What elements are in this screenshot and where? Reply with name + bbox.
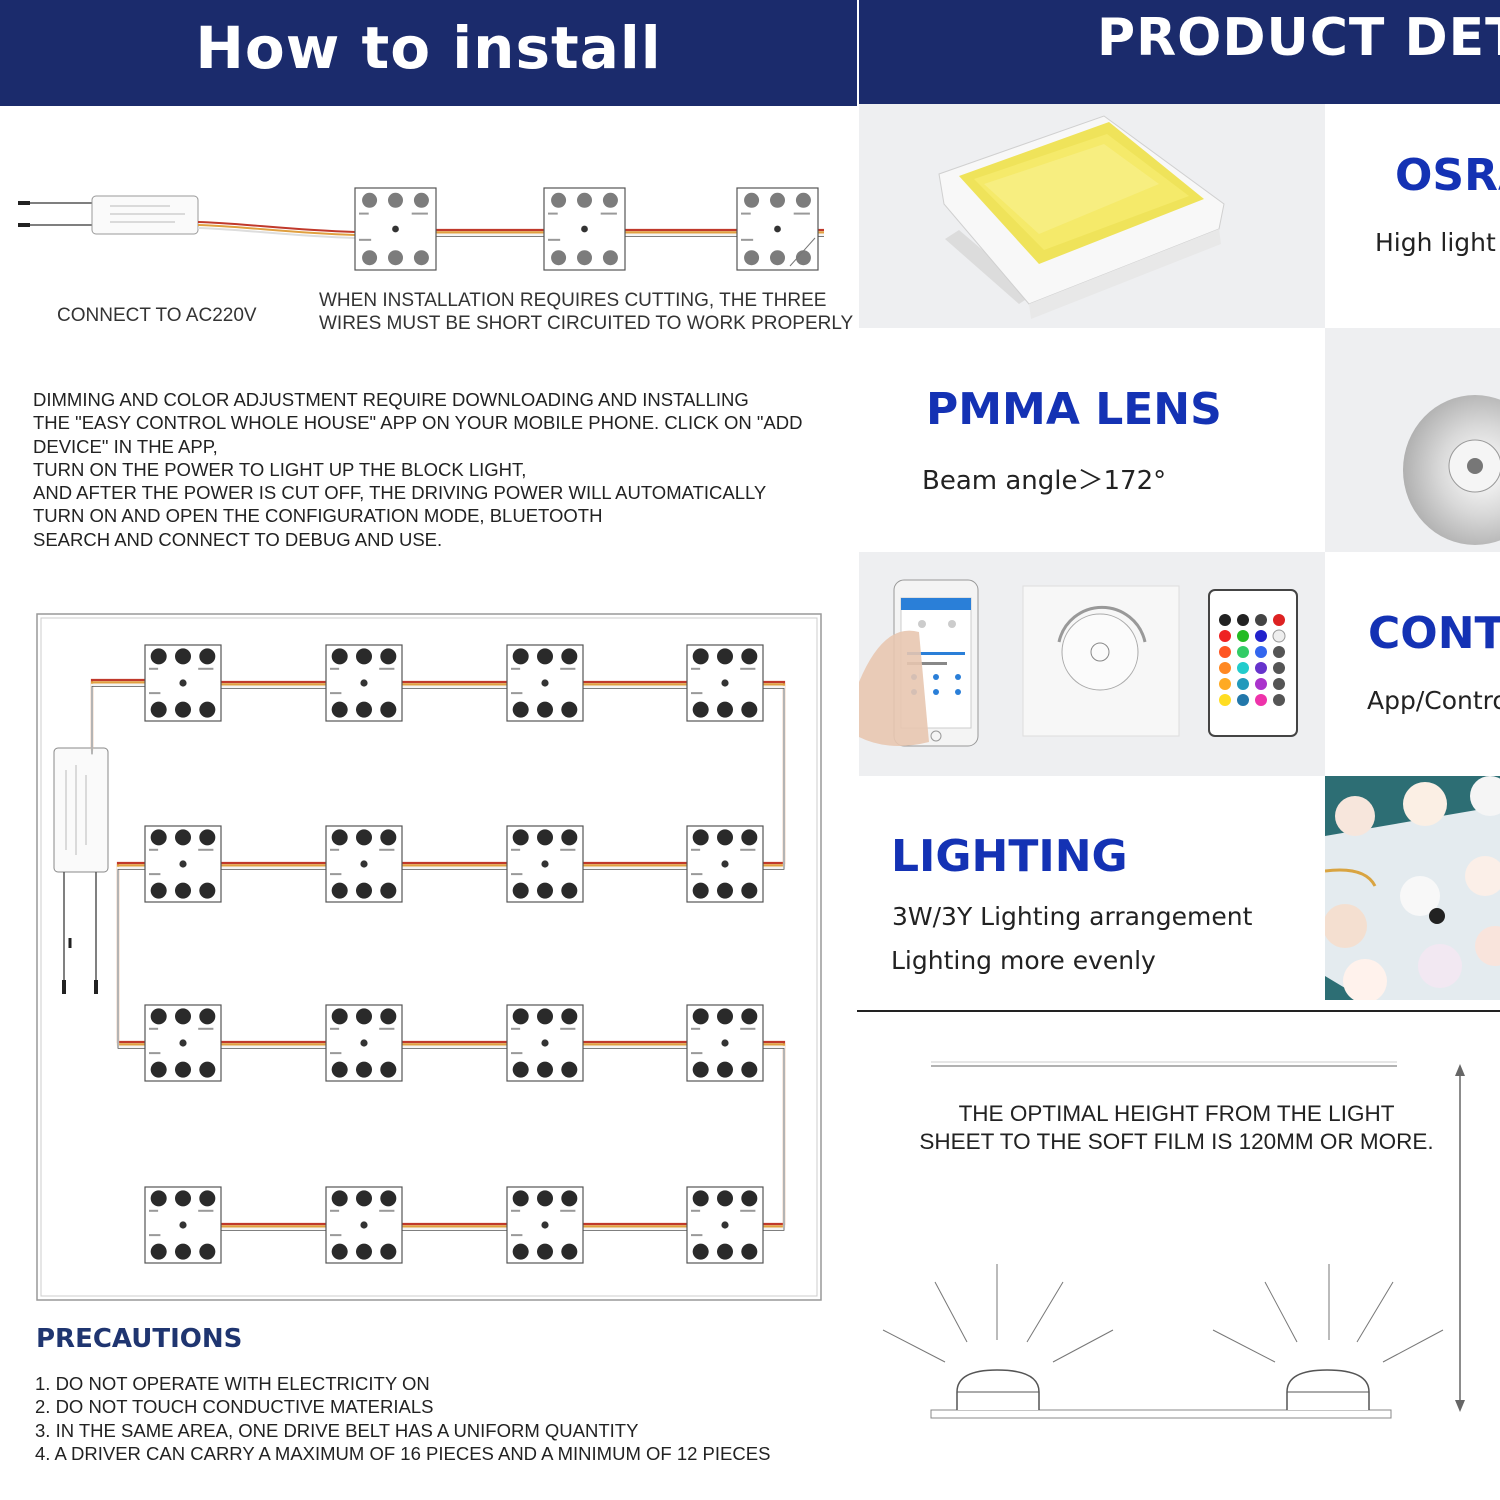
instruction-line: THE "EASY CONTROL WHOLE HOUSE" APP ON YO… (33, 412, 803, 434)
details-banner: PRODUCT DETA (859, 0, 1500, 104)
instruction-line: TURN ON AND OPEN THE CONFIGURATION MODE,… (33, 505, 603, 527)
osram-subtitle: High light (1375, 228, 1496, 257)
smartphone-icon (859, 579, 979, 747)
osram-title: OSRA (1395, 150, 1500, 201)
top-wiring-diagram (18, 187, 824, 271)
control-feature: CONTI App/Contro (1325, 552, 1500, 776)
install-instructions: DIMMING AND COLOR ADJUSTMENT REQUIRE DOW… (33, 388, 802, 551)
smd-led-image (859, 104, 1325, 328)
lit-module-illustration (1325, 776, 1500, 1000)
led-module (686, 1186, 764, 1264)
lens-illustration (1403, 395, 1500, 545)
pmma-subtitle: Beam angle＞172° (922, 466, 1167, 496)
install-title: How to install (195, 14, 662, 82)
grid-driver (53, 747, 109, 994)
led-module (325, 825, 403, 903)
led-module (325, 644, 403, 722)
precaution-item: 2. DO NOT TOUCH CONDUCTIVE MATERIALS (35, 1396, 434, 1418)
led-dome-right (1212, 1264, 1444, 1410)
led-module (686, 825, 764, 903)
pmma-title: PMMA LENS (926, 384, 1222, 435)
caption-cutting-line: WHEN INSTALLATION REQUIRES CUTTING, THE … (319, 290, 827, 311)
pmma-feature: PMMA LENS Beam angle＞172° (859, 328, 1325, 552)
lit-module-image (1325, 776, 1500, 1000)
lens-image (1325, 328, 1500, 552)
control-subtitle: App/Contro (1367, 686, 1500, 715)
led-module (506, 1004, 584, 1082)
height-note-line: SHEET TO THE SOFT FILM IS 120MM OR MORE. (919, 1129, 1434, 1154)
top-module-wires (436, 228, 824, 237)
light-sheet-base (930, 1409, 1392, 1419)
led-module (144, 1004, 222, 1082)
panel-outline (36, 613, 822, 1301)
instruction-line: AND AFTER THE POWER IS CUT OFF, THE DRIV… (33, 482, 767, 504)
led-module (506, 825, 584, 903)
instruction-line: DEVICE" IN THE APP, (33, 435, 218, 457)
lighting-line1: 3W/3Y Lighting arrangement (892, 902, 1253, 931)
precautions-list: 1. DO NOT OPERATE WITH ELECTRICITY ON 2.… (35, 1372, 770, 1465)
height-note-line: THE OPTIMAL HEIGHT FROM THE LIGHT (958, 1101, 1395, 1126)
precaution-item: 3. IN THE SAME AREA, ONE DRIVE BELT HAS … (35, 1419, 639, 1441)
height-diagram (882, 1061, 1465, 1419)
led-module (506, 1186, 584, 1264)
control-devices-image (859, 552, 1325, 776)
instruction-line: SEARCH AND CONNECT TO DEBUG AND USE. (33, 528, 443, 550)
led-module (736, 187, 819, 271)
top-modules (354, 187, 819, 271)
caption-connect-ac: CONNECT TO AC220V (57, 305, 257, 326)
led-module (144, 644, 222, 722)
grid-wiring-diagram (36, 613, 822, 1301)
led-module (144, 1186, 222, 1264)
install-banner: How to install (0, 0, 857, 106)
lighting-title: LIGHTING (891, 831, 1128, 882)
led-module (325, 1004, 403, 1082)
led-module (543, 187, 626, 271)
control-devices-illustration (859, 579, 1298, 747)
led-module (506, 644, 584, 722)
led-module (686, 1004, 764, 1082)
caption-cutting-line: WIRES MUST BE SHORT CIRCUITED TO WORK PR… (319, 313, 854, 334)
top-driver (18, 195, 199, 235)
control-title: CONTI (1368, 608, 1500, 659)
smd-led-chip-illustration (938, 115, 1225, 319)
instruction-line: DIMMING AND COLOR ADJUSTMENT REQUIRE DOW… (33, 389, 749, 410)
grid-wires (90, 678, 786, 1231)
details-title: PRODUCT DETA (1097, 8, 1500, 68)
precautions-title: PRECAUTIONS (36, 1324, 243, 1354)
section-divider (857, 1010, 1500, 1012)
grid-modules (144, 644, 764, 1264)
precaution-item: 1. DO NOT OPERATE WITH ELECTRICITY ON (35, 1373, 430, 1394)
instruction-line: TURN ON THE POWER TO LIGHT UP THE BLOCK … (33, 458, 527, 480)
led-module (325, 1186, 403, 1264)
led-module (354, 187, 437, 271)
rgb-remote-icon (1208, 589, 1298, 737)
dimmer-knob-icon (1022, 585, 1180, 737)
height-note: THE OPTIMAL HEIGHT FROM THE LIGHT SHEET … (884, 1100, 1469, 1156)
precaution-item: 4. A DRIVER CAN CARRY A MAXIMUM OF 16 PI… (35, 1442, 771, 1464)
lighting-feature: LIGHTING 3W/3Y Lighting arrangement Ligh… (859, 776, 1325, 1000)
lighting-line2: Lighting more evenly (891, 946, 1156, 975)
osram-feature: OSRA High light (1325, 104, 1500, 328)
caption-cutting: WHEN INSTALLATION REQUIRES CUTTING, THE … (319, 289, 853, 335)
led-dome-left (882, 1264, 1114, 1410)
led-module (144, 825, 222, 903)
led-module (686, 644, 764, 722)
